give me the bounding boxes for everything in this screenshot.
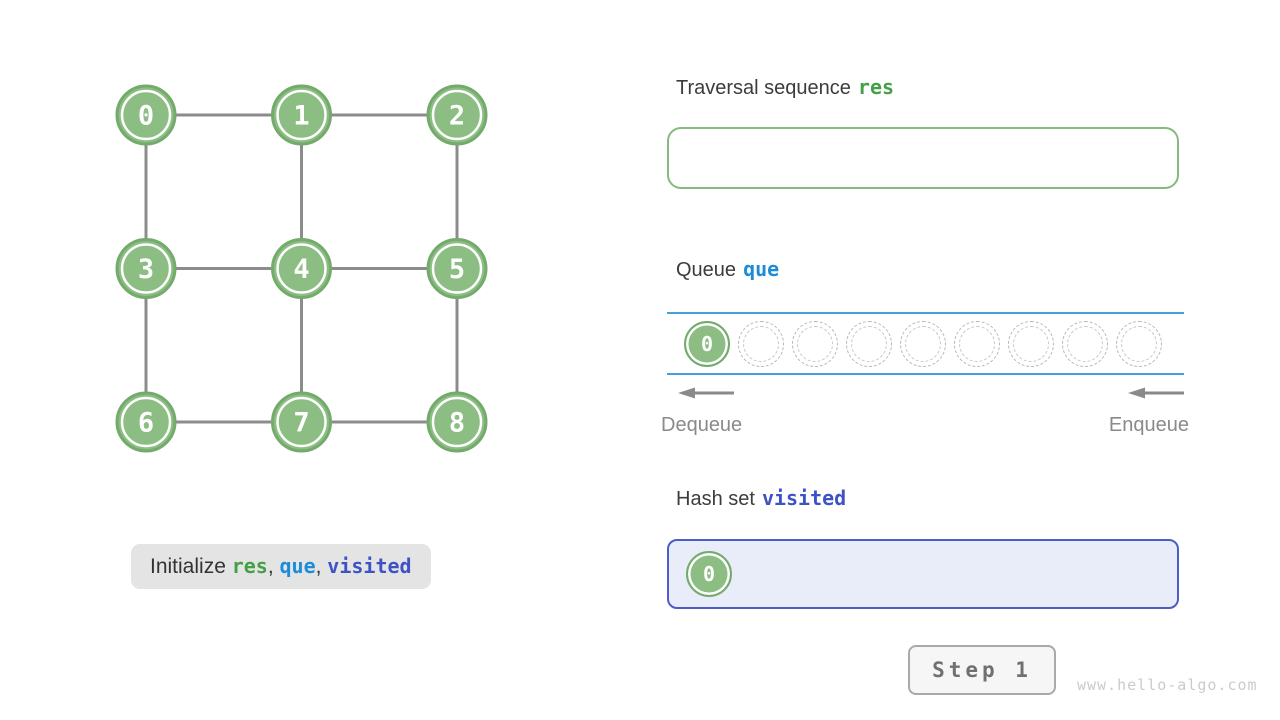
step-caption: Initialize res, que, visited — [131, 544, 431, 589]
queue-empty-slot — [954, 320, 1000, 367]
step-button[interactable]: Step 1 — [908, 645, 1056, 695]
dequeue-arrow-icon — [678, 387, 734, 399]
visited-set-box: 0 — [667, 539, 1179, 609]
que-variable-name: que — [743, 257, 780, 281]
queue-empty-slot-inner — [1067, 325, 1103, 362]
graph-node-label: 3 — [138, 254, 154, 285]
caption-var-res: res — [231, 554, 268, 578]
dequeue-label: Dequeue — [661, 414, 743, 436]
queue-empty-slot — [900, 320, 946, 367]
watermark-text: www.hello-algo.com — [1077, 676, 1258, 694]
queue-arrows — [676, 386, 1186, 400]
graph-node-2: 2 — [426, 84, 488, 146]
queue-empty-slot — [1008, 320, 1054, 367]
queue-empty-slot-inner — [1121, 325, 1157, 362]
queue-empty-slot — [792, 320, 838, 367]
queue-section-title: Queue que — [676, 257, 779, 282]
hashset-title-text: Hash set — [676, 488, 755, 510]
graph-node-label: 2 — [449, 100, 465, 131]
graph-node-label: 1 — [293, 100, 309, 131]
res-variable-name: res — [857, 75, 895, 99]
queue-empty-slot — [738, 320, 784, 367]
visited-item-0: 0 — [686, 551, 732, 597]
graph-node-label: 6 — [138, 407, 154, 438]
graph-node-label: 4 — [293, 254, 309, 285]
traversal-title-text: Traversal sequence — [676, 77, 851, 99]
graph-node-5: 5 — [426, 238, 488, 299]
graph-node-1: 1 — [271, 84, 332, 146]
queue-empty-slot-inner — [1013, 325, 1049, 362]
queue-title-text: Queue — [676, 259, 737, 281]
queue-empty-slot-inner — [743, 325, 779, 362]
enqueue-label: Enqueue — [1108, 414, 1189, 436]
caption-text: Initialize — [150, 555, 232, 578]
queue-empty-slot — [1062, 320, 1108, 367]
caption-text: , — [267, 555, 280, 578]
queue-empty-slot-inner — [959, 325, 995, 362]
queue-arrow-labels: Dequeue Enqueue — [661, 414, 1189, 437]
graph-node-label: 7 — [293, 407, 309, 438]
graph-node-3: 3 — [115, 238, 177, 299]
caption-var-que: que — [279, 554, 316, 578]
graph-node-0: 0 — [115, 84, 177, 146]
traversal-section-title: Traversal sequence res — [676, 75, 894, 100]
hashset-section-title: Hash set visited — [676, 486, 846, 511]
visited-variable-name: visited — [761, 486, 847, 510]
graph-node-label: 5 — [449, 254, 465, 285]
queue-empty-slot — [846, 320, 892, 367]
queue-item-0: 0 — [684, 320, 730, 367]
graph-node-8: 8 — [426, 391, 488, 453]
traversal-sequence-box — [667, 127, 1179, 189]
queue-slots: 0 — [667, 312, 1184, 375]
queue-empty-slot-inner — [851, 325, 887, 362]
queue-empty-slot-inner — [905, 325, 941, 362]
grid-graph: 0 1 2 3 4 5 6 7 8 — [115, 84, 488, 453]
queue-empty-slot-inner — [797, 325, 833, 362]
graph-node-label: 0 — [138, 100, 154, 131]
graph-node-4: 4 — [271, 238, 332, 299]
graph-node-label: 8 — [449, 407, 465, 438]
enqueue-arrow-icon — [1128, 387, 1184, 399]
caption-var-visited: visited — [327, 554, 412, 578]
graph-node-6: 6 — [115, 391, 177, 453]
queue-empty-slot — [1116, 320, 1162, 367]
caption-text: , — [315, 555, 328, 578]
graph-node-7: 7 — [271, 391, 332, 453]
